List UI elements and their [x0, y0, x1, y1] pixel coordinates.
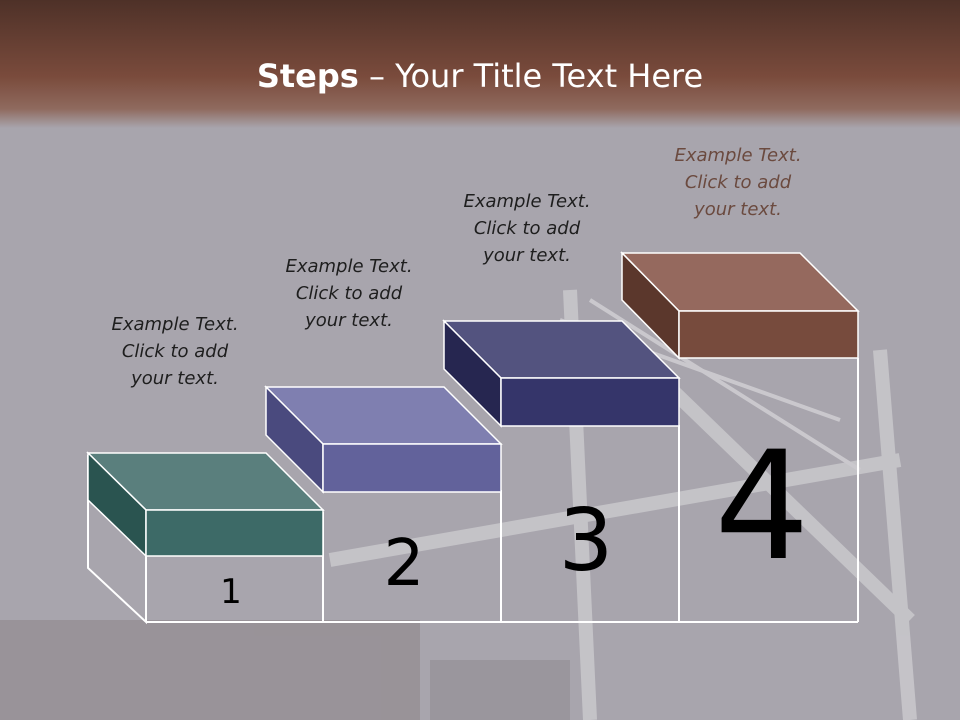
caption-line: Click to add [295, 283, 403, 304]
caption-line: Example Text. [285, 256, 413, 277]
step-1-box[interactable] [86, 451, 325, 558]
slide-title[interactable]: Steps – Your Title Text Here [0, 56, 960, 96]
step-3-caption[interactable]: Example Text. Click to add your text. [427, 188, 627, 269]
step-2-caption[interactable]: Example Text. Click to add your text. [249, 253, 449, 334]
step-2-number: 2 [384, 527, 425, 601]
title-rest: – Your Title Text Here [358, 57, 704, 95]
caption-line: Example Text. [463, 191, 591, 212]
step-4-front [678, 310, 859, 359]
caption-line: your text. [694, 199, 782, 220]
background-crane-image [0, 289, 917, 720]
step-1-number: 1 [220, 572, 242, 612]
caption-line: your text. [305, 310, 393, 331]
step-3-front [500, 377, 680, 427]
caption-line: Click to add [121, 341, 229, 362]
step-3-number: 3 [559, 491, 614, 591]
step-1-front [145, 509, 324, 557]
caption-line: Click to add [684, 172, 792, 193]
step-4-box[interactable] [620, 251, 860, 360]
title-bold: Steps [256, 57, 359, 95]
caption-line: Example Text. [111, 314, 239, 335]
step-2-front [322, 443, 502, 493]
caption-line: Example Text. [674, 145, 802, 166]
step-4-number: 4 [714, 420, 809, 594]
step-2-box[interactable] [264, 385, 503, 494]
title-bar [0, 0, 960, 128]
step-1-outline [87, 455, 147, 625]
caption-line: your text. [131, 368, 219, 389]
step-4-caption[interactable]: Example Text. Click to add your text. [638, 142, 838, 223]
caption-line: Click to add [473, 218, 581, 239]
step-3-box[interactable] [442, 319, 681, 428]
step-1-caption[interactable]: Example Text. Click to add your text. [75, 311, 275, 392]
caption-line: your text. [483, 245, 571, 266]
